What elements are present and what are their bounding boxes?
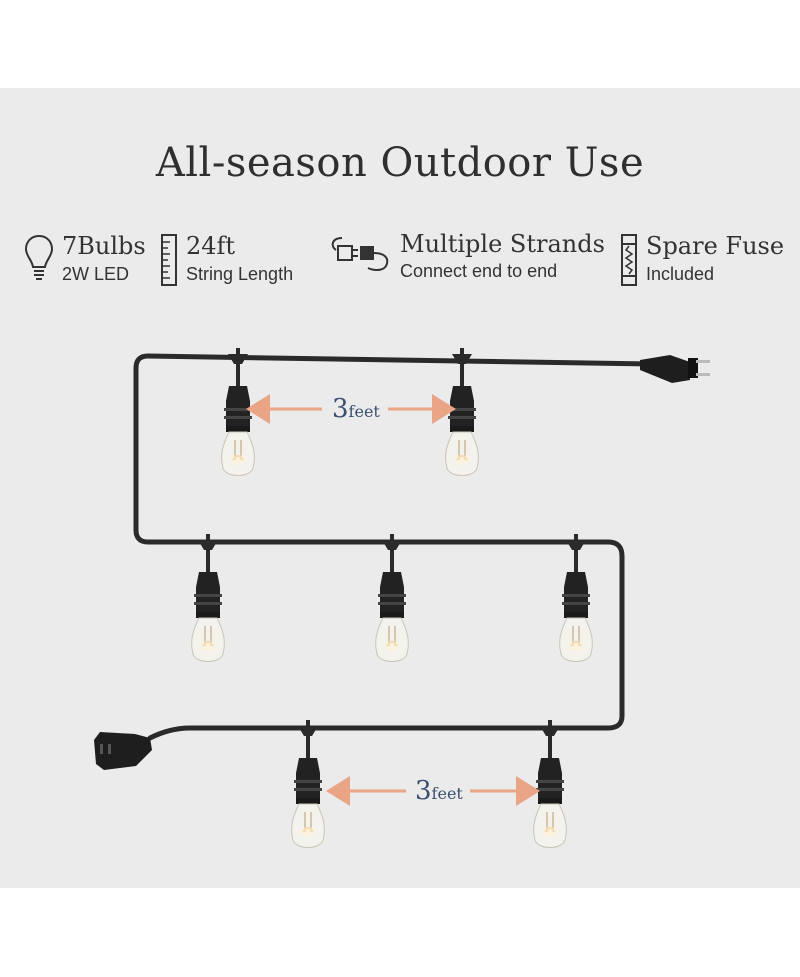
spacing-number: 3: [415, 776, 432, 806]
fuse-icon: [621, 234, 637, 286]
feature-bulbs-title: 7Bulbs: [62, 232, 146, 260]
spacing-number: 3: [332, 394, 349, 424]
spacing-unit: feet: [348, 402, 380, 421]
feature-fuse-subtitle: Included: [646, 264, 715, 284]
spacing-label-top: 3feet: [332, 394, 380, 424]
feature-strands-title: Multiple Strands: [400, 230, 605, 258]
page-title: All-season Outdoor Use: [155, 140, 645, 186]
bulb-2: [444, 347, 480, 477]
bulb-5: [558, 533, 594, 663]
feature-bulbs-subtitle: 2W LED: [62, 264, 130, 284]
female-socket: [94, 732, 152, 770]
feature-length-subtitle: String Length: [186, 264, 294, 284]
bulb-1: [220, 347, 256, 477]
male-plug: [640, 355, 710, 383]
bulb-4: [374, 533, 410, 663]
bulb-7: [532, 719, 568, 849]
spacing-label-bottom: 3feet: [415, 776, 463, 806]
bulb-icon: [24, 234, 54, 280]
spacing-unit: feet: [431, 784, 463, 803]
bulb-6: [290, 719, 326, 849]
bulb-3: [190, 533, 226, 663]
cable: [133, 353, 653, 741]
feature-length-title: 24ft: [186, 232, 236, 260]
ruler-icon: [161, 234, 177, 286]
feature-strands-subtitle: Connect end to end: [400, 261, 558, 281]
feature-fuse-title: Spare Fuse: [646, 232, 785, 260]
plug-connector-icon: [331, 237, 389, 271]
